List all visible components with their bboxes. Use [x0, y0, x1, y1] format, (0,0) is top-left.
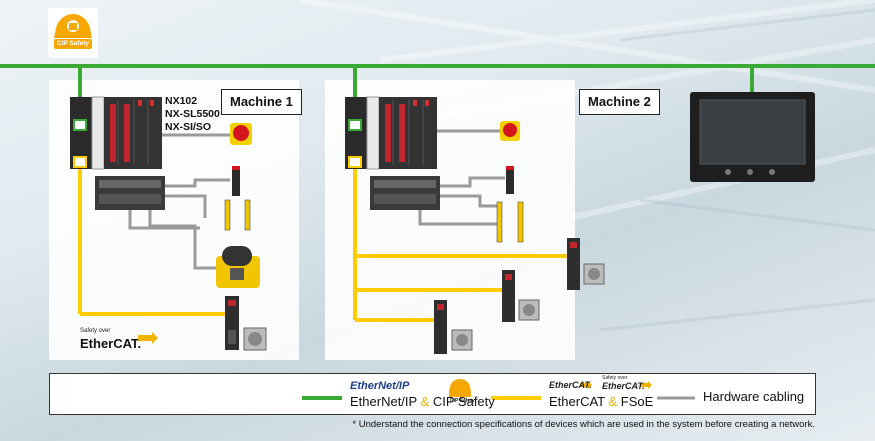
legend-ethercat-brand: EtherCAT.	[549, 380, 592, 390]
fsoe-brand-text: EtherCAT.	[80, 336, 142, 351]
machine1-io-terminal	[95, 176, 165, 210]
machine2-ethercat-line	[353, 169, 570, 322]
network-diagram	[0, 64, 875, 354]
machine-2-label: Machine 2	[579, 89, 660, 115]
legend-ethernet-part1: EtherNet/IP	[350, 394, 417, 409]
safety-io-model: NX-SI/SO	[165, 121, 212, 133]
machine1-laser-scanner	[216, 246, 260, 288]
legend-cip-safety-icon	[449, 379, 471, 397]
machine1-ethercat-line	[78, 169, 230, 316]
legend: EtherNet/IP CIP Safety EtherNet/IP & CIP…	[49, 373, 816, 415]
machine1-light-curtain	[224, 199, 251, 231]
legend-graphics	[302, 379, 695, 400]
safety-cpu-model: NX-SL5500	[165, 108, 220, 120]
machine1-controller	[70, 96, 162, 170]
fsoe-brand-small-text: Safety over	[80, 328, 111, 334]
machine2-hardware-cabling	[418, 129, 505, 226]
machine2-servo-drive-1	[567, 238, 580, 290]
controller-model: NX102	[165, 95, 198, 107]
machine2-servo-motor-1	[583, 263, 605, 285]
machine1-servo-motor	[243, 327, 267, 351]
legend-hardware-text: Hardware cabling	[703, 389, 805, 404]
legend-fsoe-arrow-icon	[640, 381, 652, 389]
machine2-servo-motor-2	[518, 299, 540, 321]
cip-safety-logo: CIP Safety	[48, 8, 98, 58]
machine2-door-switch	[506, 166, 514, 194]
machine2-controller	[345, 96, 437, 170]
machine1-door-switch	[232, 166, 240, 196]
machine1-servo-drive	[225, 296, 239, 350]
machine2-io-terminal	[370, 176, 440, 210]
machine1-emergency-stop	[230, 123, 252, 145]
legend-fsoe-brand: EtherCAT.	[602, 381, 645, 391]
legend-ethernet-part2: CIP Safety	[432, 394, 495, 409]
machine1-hardware-cabling	[128, 133, 230, 270]
legend-ethercat-amp: &	[604, 394, 621, 409]
controller-model-list: NX102 NX-SL5500 NX-SI/SO	[165, 95, 220, 134]
legend-fsoe-small: Safety over	[602, 375, 628, 381]
legend-ethercat-text: EtherCAT & FSoE	[549, 394, 653, 409]
legend-ethernet-text: EtherNet/IP & CIP Safety	[350, 394, 495, 409]
legend-ethercat-part1: EtherCAT	[549, 394, 605, 409]
machine2-light-curtain	[496, 201, 524, 243]
machine-1-label: Machine 1	[221, 89, 302, 115]
cip-safety-logo-text: CIP Safety	[57, 40, 90, 47]
legend-cip-brand: CIP Safety	[450, 398, 475, 404]
hmi-touch-panel	[690, 92, 815, 182]
machine2-servo-motor-3	[451, 329, 473, 351]
machine2-servo-drive-2	[502, 270, 515, 322]
legend-ethercat-part2: FSoE	[620, 394, 654, 409]
machine2-servo-drive-3	[434, 300, 447, 354]
footnote: * Understand the connection specificatio…	[352, 419, 815, 430]
cip-safety-logo-icon	[54, 14, 92, 49]
machine2-emergency-stop	[500, 121, 520, 141]
legend-ethernet-amp: &	[416, 394, 433, 409]
legend-ethercat-arrow-icon	[580, 381, 592, 389]
legend-ethernet-brand: EtherNet/IP	[350, 380, 410, 392]
